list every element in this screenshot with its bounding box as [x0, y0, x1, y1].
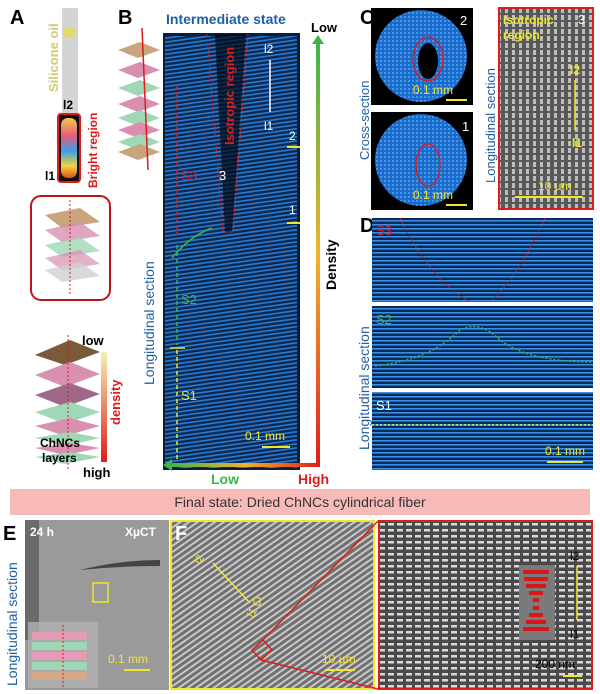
isotropic-region-outline [206, 33, 249, 233]
e-layer-inset [28, 622, 98, 688]
layer-model-stack [45, 200, 100, 296]
b-marker-2: 2 [289, 129, 296, 143]
intermediate-state-title: Intermediate state [166, 11, 286, 27]
low-label: low [82, 333, 105, 348]
panel-label-c: C [360, 7, 374, 29]
chiral-rod-model-icon [519, 565, 555, 640]
panel-label-d: D [360, 215, 374, 237]
f-zoom-l1-label: l1 [570, 627, 580, 641]
s2-boundary-curve [171, 227, 213, 259]
d-s3-image [372, 218, 593, 302]
c-scale-label-1: 0.1 mm [413, 188, 453, 202]
isotropic-region-label: Isotropic region [222, 47, 237, 145]
cross-section-ring-2 [412, 36, 444, 82]
bright-region-label: Bright region [86, 113, 100, 188]
b-layer-stack [118, 27, 160, 171]
density-axis-low: Low [211, 471, 239, 487]
density-axis-vertical [316, 42, 320, 466]
density-axis-top-low: Low [311, 20, 338, 35]
panel-label-f: F [175, 523, 187, 545]
e-longitudinal-section-label: Longitudinal section [4, 562, 20, 686]
f-zoom-line-bottom [260, 659, 379, 690]
sem-title-2: region [503, 28, 540, 42]
d-s2-image [372, 306, 593, 388]
density-axis-arrowhead-up [312, 35, 324, 44]
isotropic-sem-image [498, 7, 594, 210]
f-direction-arrow [212, 562, 251, 604]
b-s2-label: S2 [181, 292, 197, 307]
panel-label-e: E [3, 523, 16, 545]
sem-l1-label: l1 [572, 136, 582, 150]
f-scale-label: 10 µm [322, 652, 356, 666]
b-l2-label: l2 [264, 42, 274, 56]
final-state-banner [10, 489, 590, 515]
b-s3-label: S3 [181, 168, 197, 183]
density-axis-title: Density [323, 239, 339, 290]
d-s3-label: S3 [376, 223, 392, 238]
cross-section-ring-1 [415, 143, 441, 187]
b-s1-label: S1 [181, 388, 197, 403]
density-gradient-bar [101, 352, 107, 462]
b-scale-label: 0.1 mm [245, 429, 285, 443]
density-axis-arrowhead-left [163, 459, 172, 471]
cross-section-void [418, 43, 438, 79]
sem-l2-label: l2 [570, 63, 580, 77]
a-l2-label: l2 [63, 98, 73, 112]
b-marker-1: 1 [289, 203, 296, 217]
b-isotropic-core [215, 34, 246, 232]
density-layer-stack [35, 335, 100, 470]
density-axis-horizontal [170, 463, 320, 467]
xct-crack [80, 560, 160, 570]
b-l1-label: l1 [264, 119, 274, 133]
e-scale-label: 0.1 mm [108, 652, 148, 666]
layers-label: layers [42, 451, 77, 465]
d-longitudinal-section-label: Longitudinal section [356, 326, 372, 450]
bright-region-image [61, 118, 77, 178]
c-scale-label-2: 0.1 mm [413, 83, 453, 97]
f-zoom-l2-label: l2 [570, 549, 580, 563]
high-label: high [83, 465, 110, 480]
layer-model-box [30, 195, 111, 301]
oil-droplet [64, 28, 75, 38]
c-image-2-number: 2 [460, 13, 467, 28]
d-s1-label: S1 [376, 398, 392, 413]
f-zoom-scale-label: 200 nm [535, 657, 575, 671]
sem-number: 3 [578, 12, 585, 27]
d-s3-curves [399, 217, 546, 303]
chncs-label: ChNCs [40, 436, 80, 450]
d-s2-label: S2 [376, 312, 392, 327]
xct-edge [25, 520, 39, 640]
density-axis-high: High [298, 471, 329, 487]
b-marker-3: 3 [219, 168, 226, 183]
f-sem-image [170, 520, 375, 690]
sem-scale-label: 10 µm [538, 179, 572, 193]
f-region-box [253, 597, 261, 606]
silicone-oil-label: Silicone oil [46, 23, 61, 92]
cross-section-label: Cross-section [357, 81, 372, 160]
density-label: density [108, 379, 123, 425]
f-zoom-image [378, 520, 593, 690]
panel-label-b: B [118, 7, 132, 29]
sem-title-1: Isotropic [503, 13, 554, 27]
d-s1-image [372, 392, 593, 470]
a-l1-label: l1 [45, 169, 55, 183]
f-zoom-line-top [262, 520, 379, 641]
e-method-label: XµCT [125, 525, 157, 539]
final-state-title: Final state: Dried ChNCs cylindrical fib… [174, 494, 426, 510]
c-image-1-number: 1 [462, 119, 469, 134]
e-region-box [92, 582, 109, 603]
cross-section-disc-1 [375, 114, 467, 206]
f-zoom-box [250, 638, 274, 662]
e-time-label: 24 h [30, 525, 54, 539]
panel-label-a: A [10, 7, 24, 29]
d-scale-label: 0.1 mm [545, 444, 585, 458]
c-longitudinal-section-label: Longitudinal section [483, 68, 498, 183]
b-longitudinal-section-label: Longitudinal section [141, 261, 157, 385]
